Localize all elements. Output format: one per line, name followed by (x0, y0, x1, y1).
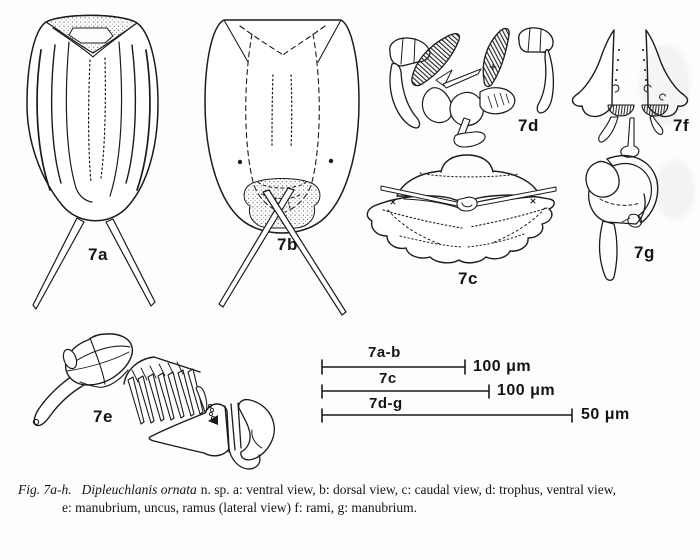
drawing-7d-trophus (389, 27, 555, 148)
scalebar-7dg-label: 7d-g (369, 395, 403, 412)
drawing-7b-dorsal-view (204, 19, 360, 316)
scalebar-7ab-label: 7a-b (368, 344, 401, 361)
caption-line-2: e: manubrium, uncus, ramus (lateral view… (62, 500, 418, 515)
scan-ghosting (655, 160, 695, 220)
panel-label-7g: 7g (634, 243, 655, 262)
caption-species-name: Dipleuchlanis ornata (81, 482, 197, 497)
drawing-7f-rami (571, 29, 689, 158)
drawing-7c-caudal-view (366, 154, 557, 264)
panel-label-7e: 7e (93, 407, 113, 426)
scalebar-7c-label: 7c (379, 370, 397, 387)
panel-label-7f: 7f (673, 116, 690, 135)
scalebar-7dg-value: 50 μm (581, 406, 630, 423)
panel-label-7c: 7c (458, 269, 478, 288)
panel-label-7a: 7a (88, 245, 108, 264)
caption-fig-ref: Fig. 7a-h. (18, 482, 72, 497)
scan-ghosting (640, 45, 690, 125)
drawing-7g-manubrium (585, 155, 659, 281)
panel-label-7b: 7b (277, 235, 298, 254)
scalebar-7c-value: 100 μm (497, 382, 556, 399)
drawing-7e-trophus-parts (32, 333, 275, 470)
caption-line1-text: n. sp. a: ventral view, b: dorsal view, … (200, 482, 617, 497)
scalebar-7ab-value: 100 μm (473, 358, 532, 375)
drawing-7a-ventral-view (26, 14, 159, 310)
panel-label-7d: 7d (518, 116, 539, 135)
scale-bars (321, 359, 573, 423)
